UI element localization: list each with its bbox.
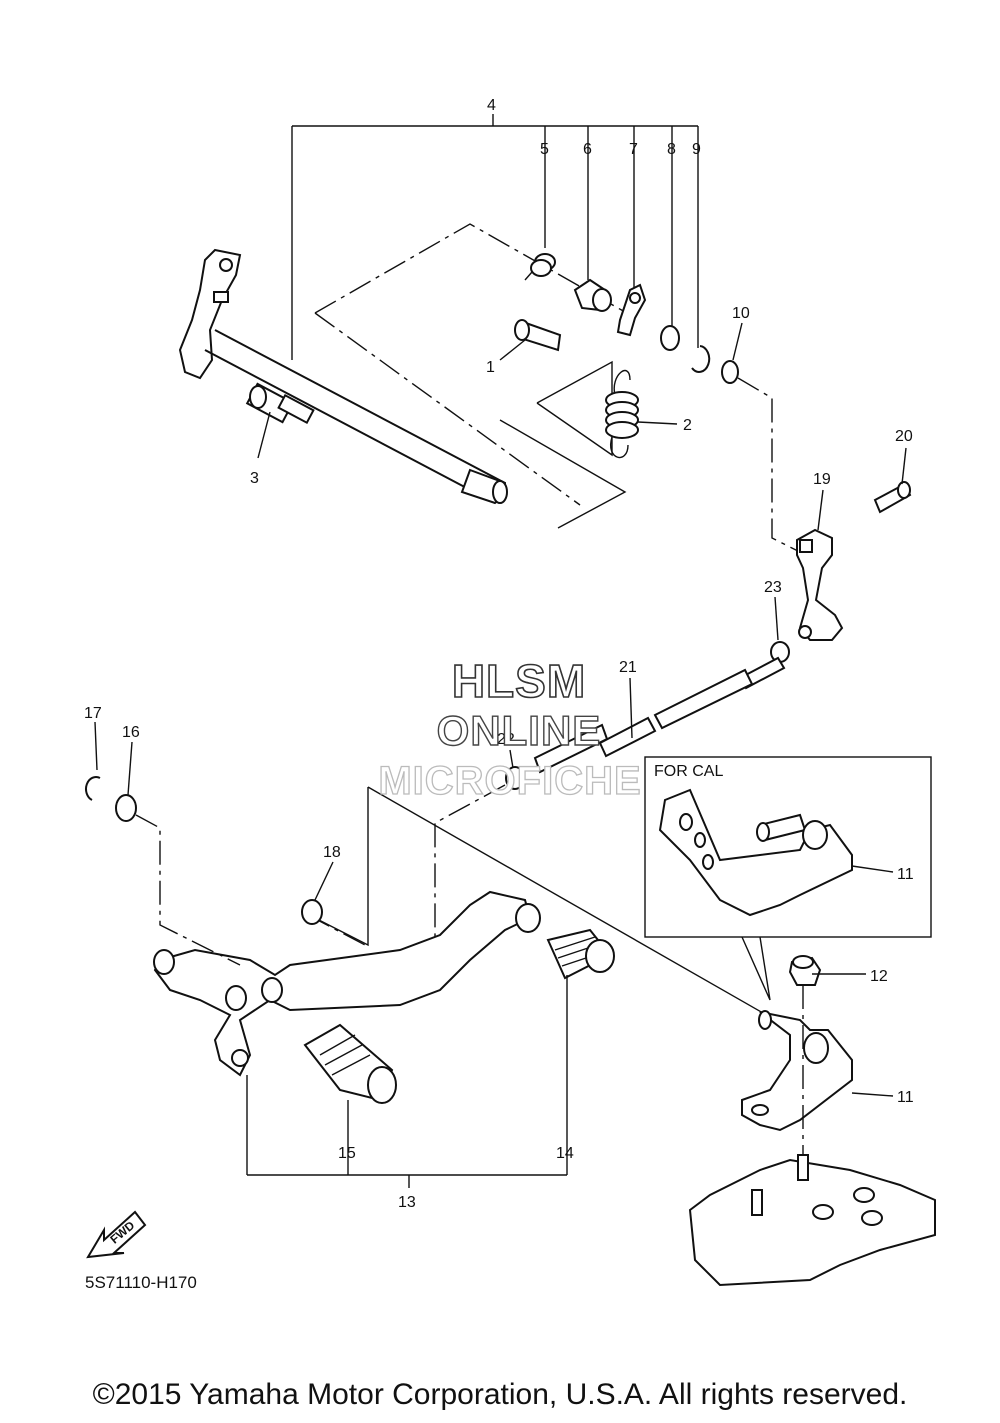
callout-13: 13 xyxy=(398,1194,416,1211)
callout-12: 12 xyxy=(870,968,888,985)
callout-18: 18 xyxy=(323,844,341,861)
callout-16: 16 xyxy=(122,724,140,741)
inset-pointer xyxy=(741,936,771,1001)
callout-23: 23 xyxy=(764,579,782,596)
rubber-14-part xyxy=(546,928,615,980)
bracket-11-inset-part xyxy=(658,788,853,917)
fwd-arrow-icon: FWD xyxy=(86,1210,147,1259)
callout-2: 2 xyxy=(683,417,692,434)
callout-9: 9 xyxy=(692,141,701,158)
leader-21 xyxy=(629,677,633,739)
callout-3: 3 xyxy=(250,470,259,487)
bolt-20-part xyxy=(873,481,912,514)
shift-pedal-13-part xyxy=(153,890,541,1077)
callout-11: 11 xyxy=(897,1089,914,1106)
leader-11 xyxy=(851,1092,894,1097)
washer-16-part xyxy=(115,794,137,822)
copyright-notice: ©2015 Yamaha Motor Corporation, U.S.A. A… xyxy=(92,1378,908,1411)
reference-line-lower xyxy=(499,419,627,529)
bracket-11-part xyxy=(741,1010,853,1132)
leader-2 xyxy=(637,421,678,425)
reference-line-upper-2 xyxy=(314,312,581,506)
leader-16 xyxy=(127,741,133,796)
reference-line-box xyxy=(536,360,613,457)
nut-23-part xyxy=(770,641,790,663)
washer-8-part xyxy=(660,325,680,351)
callout-19: 19 xyxy=(813,471,831,488)
washer-10-part xyxy=(721,360,739,384)
lever-19-part xyxy=(796,528,844,641)
leader-10 xyxy=(732,322,743,361)
callout-17: 17 xyxy=(84,705,102,722)
callout-20: 20 xyxy=(895,428,913,445)
lever-7-part xyxy=(616,283,647,337)
callout-5: 5 xyxy=(540,141,549,158)
leader-16 xyxy=(135,814,241,966)
nut-22-part xyxy=(505,766,525,790)
leader-23 xyxy=(774,596,779,641)
tie-rod-21-part xyxy=(533,656,786,774)
leader-22 xyxy=(509,749,514,769)
callout-1: 1 xyxy=(486,359,495,376)
callout-8: 8 xyxy=(667,141,676,158)
bolt-3-part xyxy=(245,382,315,425)
reference-line-upper xyxy=(314,223,626,314)
rubber-15-part xyxy=(303,1023,397,1104)
callout-22: 22 xyxy=(497,731,515,748)
leader-22-lever xyxy=(434,784,506,962)
watermark-line-3: MICROFICHE xyxy=(378,759,641,803)
leader-to-bracket xyxy=(367,786,771,1018)
for-cal-inset-box xyxy=(644,756,932,938)
leader-17 xyxy=(94,721,98,771)
flange-bolt-12-part xyxy=(788,955,822,986)
leader-20 xyxy=(901,447,907,485)
leader-1 xyxy=(499,339,526,361)
washer-18-part xyxy=(301,899,323,925)
frame-mount-part xyxy=(688,1154,936,1287)
callout-15: 15 xyxy=(338,1145,356,1162)
diagram-code: 5S71110-H170 xyxy=(85,1273,197,1292)
callout-bracket-13 xyxy=(246,975,568,1188)
inset-label: FOR CAL xyxy=(654,763,723,780)
callout-11-inset: 11 xyxy=(897,866,914,883)
leader-11-inset xyxy=(851,865,894,873)
leader-18 xyxy=(314,861,334,901)
callout-4: 4 xyxy=(487,97,496,114)
shift-arm-part xyxy=(178,248,242,380)
callout-6: 6 xyxy=(583,141,592,158)
leader-3 xyxy=(257,411,271,459)
watermark-line-1: HLSM xyxy=(452,655,586,707)
callout-14: 14 xyxy=(556,1145,574,1162)
leader-10-19 xyxy=(737,377,801,553)
callout-7: 7 xyxy=(629,141,638,158)
callout-10: 10 xyxy=(732,305,750,322)
collar-6-part xyxy=(573,278,612,312)
spring-2-part xyxy=(605,369,639,459)
circlip-17-part xyxy=(85,776,101,801)
leader-18 xyxy=(314,787,369,947)
spring-5-part xyxy=(524,253,556,281)
shift-shaft-part xyxy=(204,329,508,505)
circlip-9-part xyxy=(691,345,711,373)
watermark-line-2: ONLINE xyxy=(437,707,602,754)
callout-bracket-4 xyxy=(291,114,699,360)
callout-21: 21 xyxy=(619,659,637,676)
collar-1-part xyxy=(514,319,562,352)
leader-19 xyxy=(817,489,824,531)
